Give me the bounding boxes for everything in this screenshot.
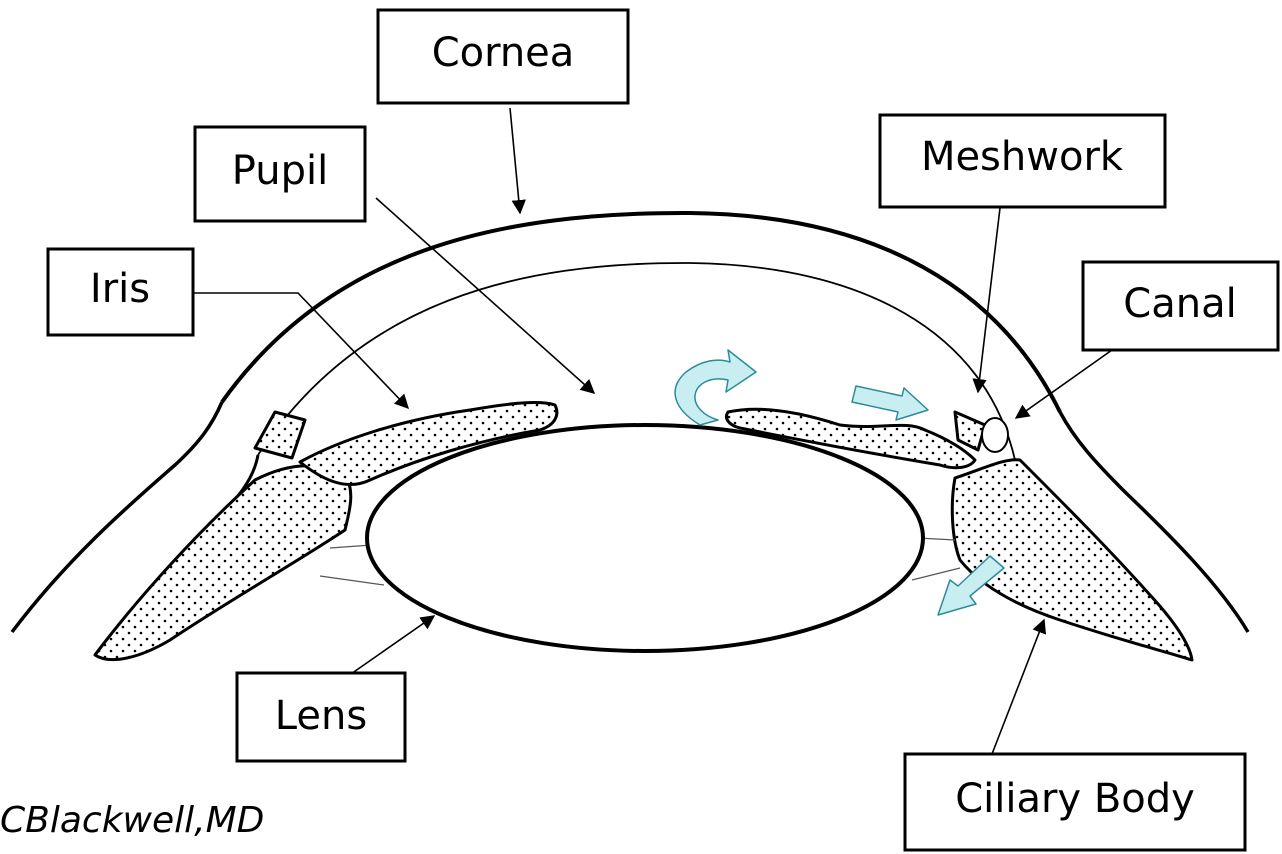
canal-oval [982,418,1008,452]
iris-pointer [192,293,408,408]
author-credit: CBlackwell,MD [0,800,264,841]
ciliary-body-label-text: Ciliary Body [955,776,1195,822]
lens-label-text: Lens [275,693,367,739]
lens-shape [367,425,923,651]
meshwork-wedge [955,412,985,450]
lens-label: Lens [237,673,405,761]
pupil-pointer [376,198,594,393]
cornea-label: Cornea [378,10,628,103]
meshwork-label: Meshwork [880,115,1165,207]
angle-structure-left [255,412,305,458]
flow-arrow-right [852,386,928,420]
canal-label: Canal [1083,262,1278,350]
ciliary-body-left [95,466,351,660]
cornea-pointer [510,108,520,213]
iris-label: Iris [48,249,193,335]
ciliary-body-pointer [992,620,1044,754]
meshwork-pointer [978,208,1000,392]
cornea-label-text: Cornea [432,30,575,76]
pupil-label-text: Pupil [232,148,328,194]
pupil-label: Pupil [195,127,365,221]
iris-label-text: Iris [90,266,150,312]
cornea-outer-curve [222,213,1060,412]
meshwork-label-text: Meshwork [921,134,1124,180]
canal-label-text: Canal [1123,281,1236,327]
ciliary-body-label: Ciliary Body [905,754,1245,850]
